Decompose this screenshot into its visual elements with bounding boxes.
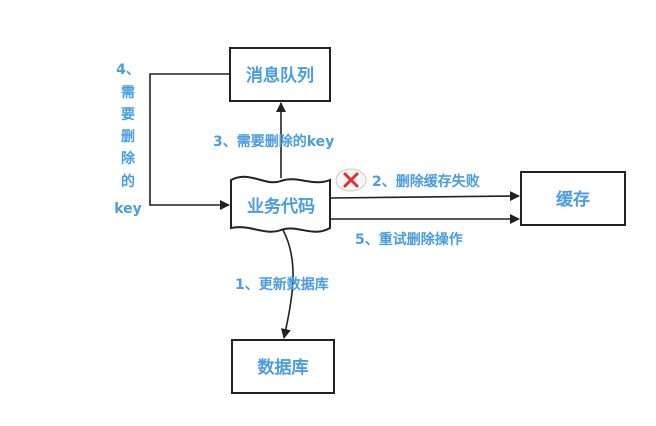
cache-node: 缓存 xyxy=(520,171,626,226)
step4-line: 的 xyxy=(121,173,135,190)
step4-label: 4、 需 要 删 除 的 key xyxy=(114,62,142,217)
step4-line: 除 xyxy=(121,150,136,167)
step2-label: 2、删除缓存失败 xyxy=(372,173,481,190)
step1-label: 1、更新数据库 xyxy=(235,276,329,293)
cache-label: 缓存 xyxy=(556,189,590,210)
business-code-label: 业务代码 xyxy=(247,196,315,217)
step4-line: 要 xyxy=(121,107,135,123)
arrow-delete-cache xyxy=(329,191,520,202)
arrow-queue-to-business xyxy=(149,73,230,210)
message-queue-node: 消息队列 xyxy=(229,47,331,102)
step3-label: 3、需要删除的key xyxy=(213,133,334,150)
step4-line: 4、 xyxy=(116,62,140,78)
database-node: 数据库 xyxy=(231,339,335,394)
step4-line: 删 xyxy=(121,129,135,145)
step4-line: key xyxy=(114,201,142,217)
business-code-node: 业务代码 xyxy=(230,175,331,233)
database-label: 数据库 xyxy=(258,357,309,378)
arrow-update-database xyxy=(280,229,294,339)
step4-line: 需 xyxy=(121,84,135,101)
step5-label: 5、重试删除操作 xyxy=(355,231,463,248)
message-queue-label: 消息队列 xyxy=(246,65,314,86)
red-x-icon xyxy=(335,168,367,192)
